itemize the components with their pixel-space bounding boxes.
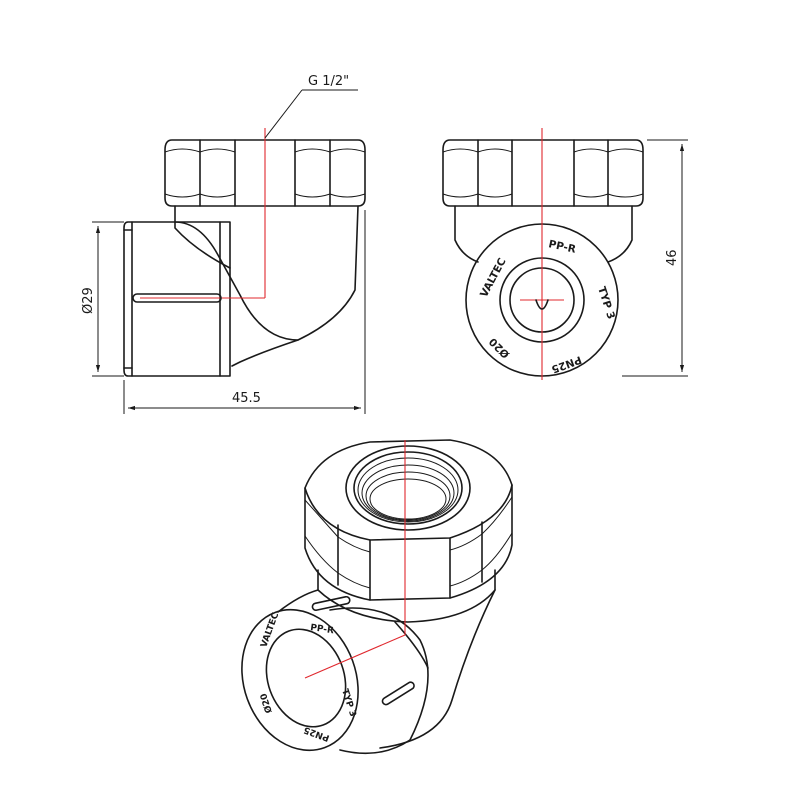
diameter-label: Ø29 [81,287,96,314]
front-socket [123,221,231,377]
iso-material-mark: PP-R [310,623,335,636]
front-elbow-body [174,205,359,341]
side-type-mark: TYP 3 [595,285,617,321]
isometric-view: VALTEC PP-R TYP 3 PN25 Ø20 [241,439,513,755]
length-label: 45.5 [232,391,261,406]
height-label: 46 [665,249,680,266]
iso-hex-nut-top [304,439,513,541]
side-hex-nut [442,139,644,207]
side-view: VALTEC PP-R TYP 3 PN25 Ø20 46 [442,128,688,380]
side-material-mark: PP-R [547,238,577,255]
front-view: G 1/2" Ø29 45.5 [81,74,366,414]
side-brand-mark: VALTEC [478,256,509,299]
iso-elbow-body [277,589,496,749]
thread-size-label: G 1/2" [308,74,349,89]
iso-end-ring [241,608,359,752]
iso-type-mark: TYP 3 [339,688,357,718]
iso-brand-mark: VALTEC [259,611,281,649]
iso-hex-nut-sides [304,484,513,601]
